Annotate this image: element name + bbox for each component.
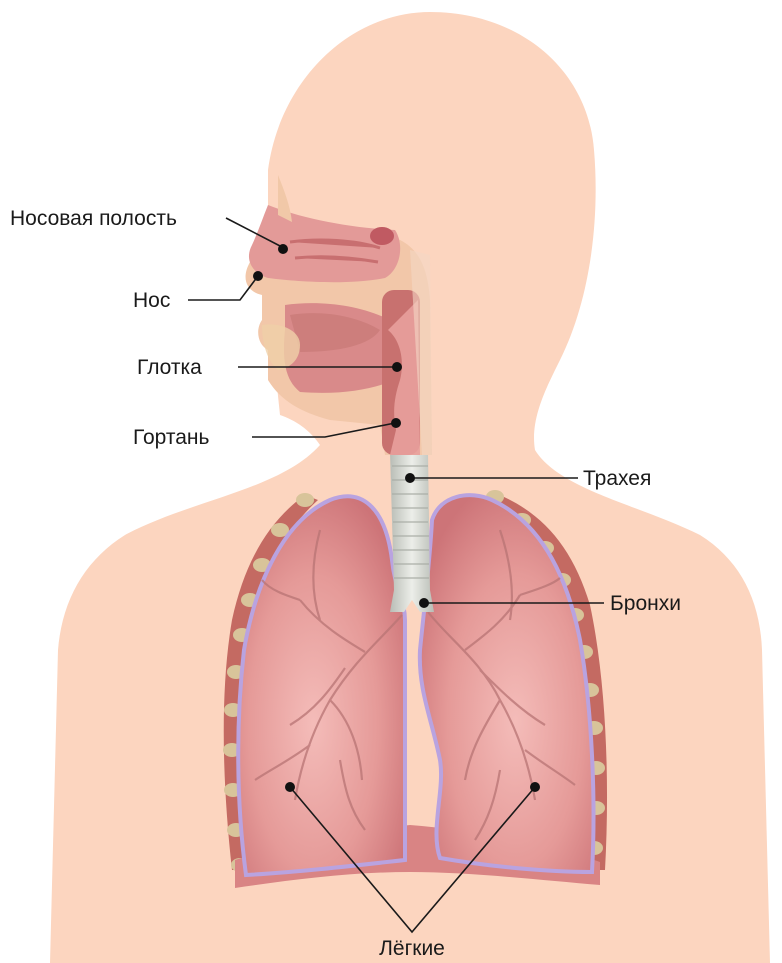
dot-pharynx (392, 362, 402, 372)
dot-nasal-cavity (278, 244, 288, 254)
dot-larynx (391, 418, 401, 428)
label-pharynx: Глотка (137, 356, 202, 379)
label-larynx: Гортань (133, 426, 210, 449)
label-lungs: Лёгкие (379, 937, 445, 960)
dot-bronchi (419, 598, 429, 608)
dot-lung-right (530, 782, 540, 792)
dot-nose (253, 271, 263, 281)
label-bronchi: Бронхи (610, 592, 681, 615)
label-nose: Нос (133, 289, 170, 312)
label-nasal-cavity: Носовая полость (10, 207, 177, 230)
dot-trachea (405, 473, 415, 483)
dot-lung-left (285, 782, 295, 792)
label-trachea: Трахея (583, 467, 651, 490)
